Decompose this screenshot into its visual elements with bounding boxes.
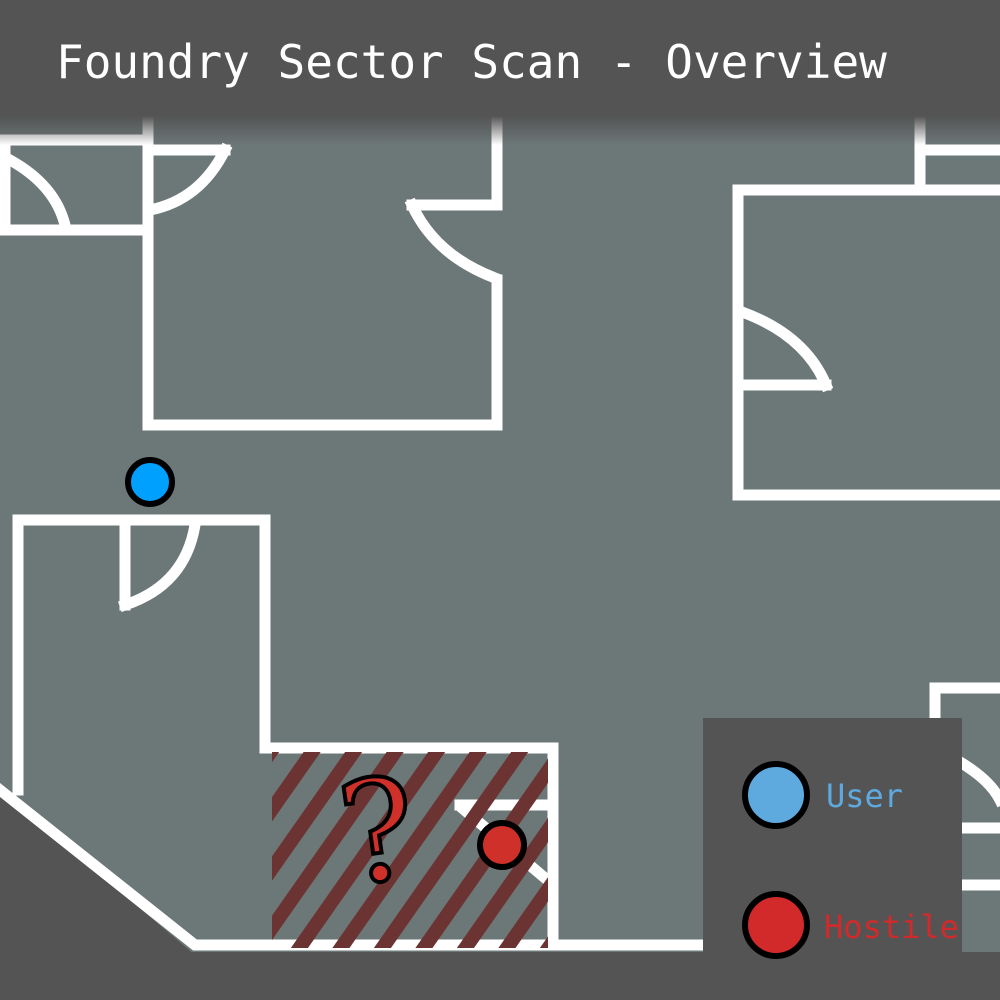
page-title: Foundry Sector Scan - Overview xyxy=(56,35,887,89)
user-marker[interactable] xyxy=(125,457,175,507)
legend-user-label: User xyxy=(826,777,903,815)
legend: User Hostile xyxy=(0,718,1000,1000)
legend-user-icon xyxy=(742,761,810,829)
legend-hostile-icon xyxy=(742,891,810,959)
hostile-marker[interactable] xyxy=(477,820,527,870)
header-bar xyxy=(0,0,1000,145)
legend-hostile-label: Hostile xyxy=(824,908,959,946)
unknown-zone: ? xyxy=(272,745,548,948)
